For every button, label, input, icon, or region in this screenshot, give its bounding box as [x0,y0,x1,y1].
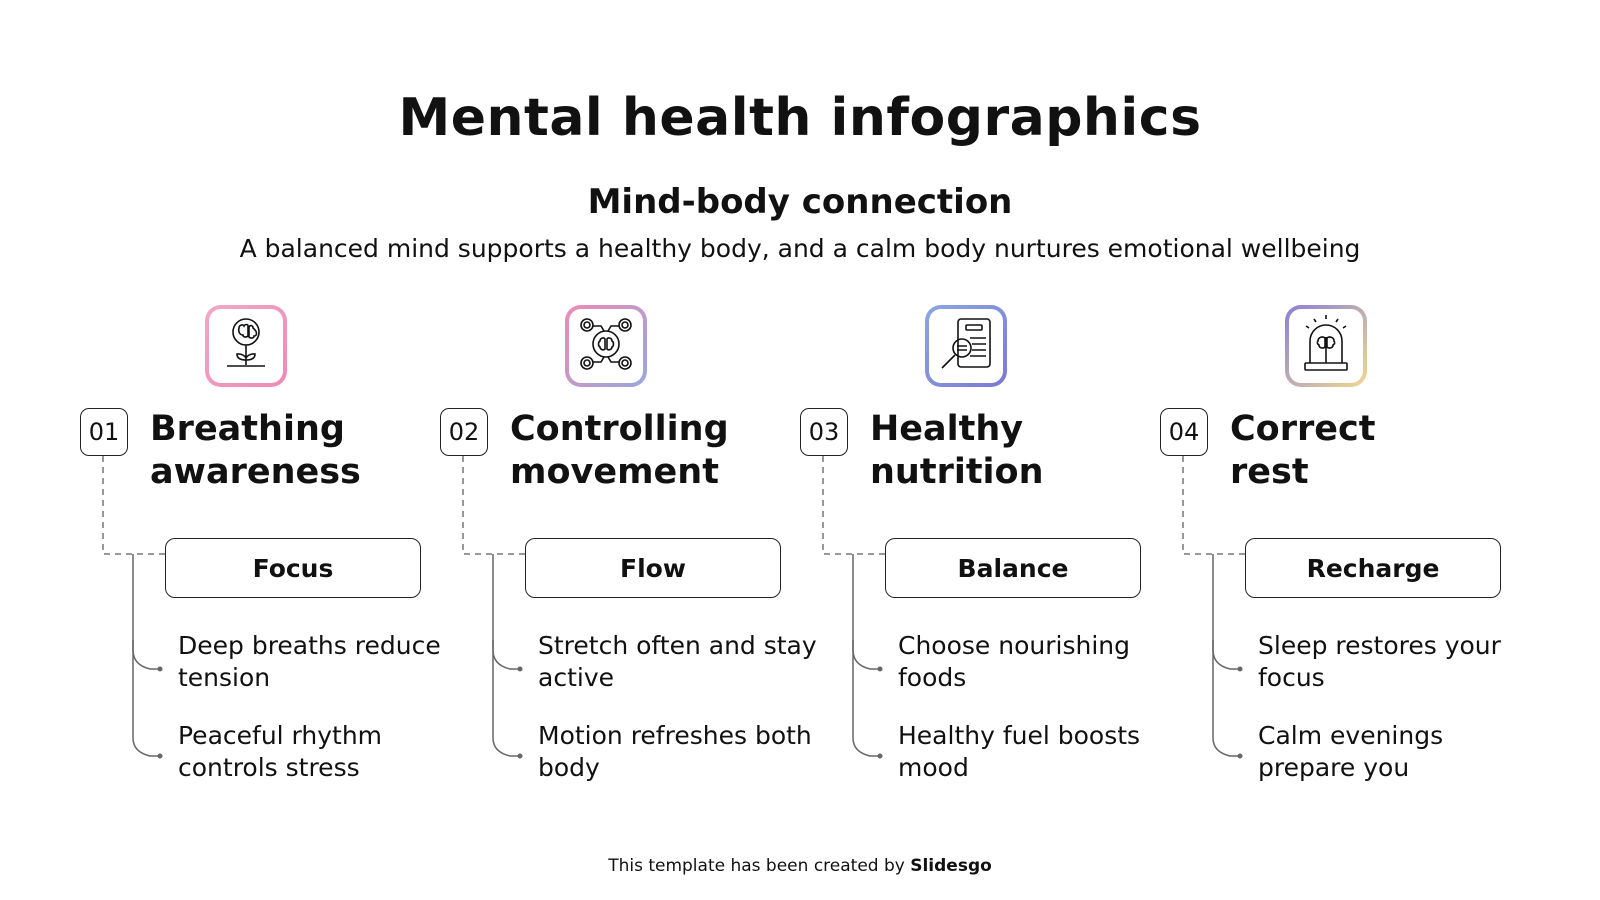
step-number: 03 [800,408,848,456]
bullet-item: Choose nourishing foods [898,631,1130,692]
icon-frame [205,305,287,387]
step-number: 04 [1160,408,1208,456]
document-search-icon [936,314,996,378]
subtitle: Mind-body connection [587,182,1013,222]
brain-gears-icon [576,314,636,378]
topic-heading-line1: Correct [1230,409,1376,449]
bullet-item: Healthy fuel boosts mood [898,721,1141,782]
topic-heading-line2: nutrition [870,452,1044,492]
topic-heading-line2: movement [510,452,719,492]
topic-tag: Balance [885,538,1141,598]
bullet-item: Peaceful rhythm controls stress [178,721,383,782]
topic-tag: Focus [165,538,421,598]
page-title: Mental health infographics [398,88,1202,148]
bullet-item: Deep breaths reduce tension [178,631,441,692]
brain-flower-icon [221,316,271,376]
topic-heading-line2: awareness [150,452,361,492]
footer-brand: Slidesgo [910,856,992,876]
topic-heading-line1: Breathing [150,409,345,449]
footer: This template has been created by Slides… [0,856,1600,876]
bullet-item: Motion refreshes both body [538,721,812,782]
footer-text: This template has been created by [608,856,911,876]
icon-frame [1285,305,1367,387]
topic-tag: Flow [525,538,781,598]
bullet-item: Stretch often and stay active [538,631,817,692]
topic-tag: Recharge [1245,538,1501,598]
description: A balanced mind supports a healthy body,… [239,234,1361,263]
icon-frame [925,305,1007,387]
bullet-item: Sleep restores your focus [1258,631,1501,692]
topic-heading-line1: Controlling [510,409,729,449]
step-number: 02 [440,408,488,456]
bullet-item: Calm evenings prepare you [1258,721,1444,782]
topic-heading-line1: Healthy [870,409,1024,449]
brain-dome-icon [1298,313,1354,379]
step-number: 01 [80,408,128,456]
topic-heading-line2: rest [1230,452,1309,492]
icon-frame [565,305,647,387]
